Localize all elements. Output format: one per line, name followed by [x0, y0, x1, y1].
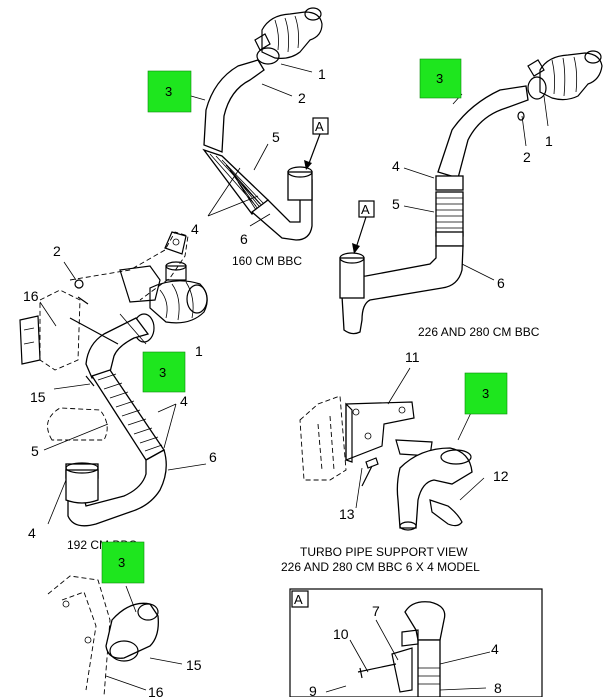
label-2-192: 2 [53, 243, 61, 259]
label-4-160: 4 [191, 221, 199, 237]
label-13-support: 13 [339, 506, 355, 522]
label-2-226: 2 [523, 149, 531, 165]
label-6-226: 6 [497, 275, 505, 291]
caption-support-line1: TURBO PIPE SUPPORT VIEW [300, 545, 468, 559]
view-bottom-left: 15 16 3 [47, 541, 202, 697]
label-5-192: 5 [31, 443, 39, 459]
callout-3-192-label: 3 [159, 365, 166, 380]
label-9-detail: 9 [309, 683, 317, 697]
strap-12 [429, 499, 463, 527]
lower-pipe-160 [250, 179, 313, 241]
support-bracket [299, 395, 415, 481]
hole-2 [84, 636, 92, 644]
label-12-support: 12 [493, 468, 509, 484]
callout-3-160-label: 3 [165, 84, 172, 99]
screw-192 [74, 279, 84, 289]
label-15-bottom: 15 [186, 657, 202, 673]
bracket-inner [61, 591, 97, 691]
label-1-226: 1 [545, 133, 553, 149]
brace-192 [69, 296, 119, 387]
clamp-ring-160 [256, 47, 280, 65]
label-16-bottom: 16 [148, 684, 164, 697]
label-11-support: 11 [405, 349, 420, 365]
elbow-end [137, 603, 159, 621]
detail-a-bracket [401, 629, 419, 647]
detail-a-letter: A [294, 592, 303, 607]
callout-3-192 [142, 351, 186, 393]
lower-pipe-192 [67, 449, 167, 527]
bellows-226 [435, 191, 464, 237]
reference-arrow-226 [355, 216, 367, 249]
label-5-226: 5 [392, 196, 400, 212]
label-1-192: 1 [195, 343, 203, 359]
label-1-160: 1 [318, 66, 326, 82]
callout-3-160 [147, 70, 192, 113]
reference-box-a-160 [312, 117, 329, 135]
label-6-192: 6 [209, 449, 217, 465]
view-226-280-cm-bbc: A 1 2 4 5 6 226 AND 280 CM BBC 3 [339, 50, 603, 339]
detail-a-tag [291, 590, 309, 608]
clamp-226-lower [435, 231, 464, 247]
label-10-detail: 10 [333, 626, 349, 642]
label-4-226: 4 [392, 158, 400, 174]
label-8-detail: 8 [494, 680, 502, 696]
upper-pipe-192 [85, 317, 150, 379]
reference-a-160: A [315, 119, 324, 134]
label-6-160: 6 [240, 231, 248, 247]
caption-226-280: 226 AND 280 CM BBC [418, 325, 540, 339]
label-7-detail: 7 [372, 603, 380, 619]
caption-160: 160 CM BBC [232, 254, 302, 268]
reference-arrow-160 [307, 133, 321, 167]
support-pipe [396, 447, 473, 531]
reference-box-a-226 [358, 200, 375, 218]
label-5-160: 5 [272, 129, 280, 145]
upper-pipe-160 [203, 59, 265, 153]
turbo-outlet-226 [527, 50, 603, 101]
upper-pipe-226 [437, 85, 529, 179]
reference-a-226: A [361, 202, 370, 217]
turbo-192 [119, 261, 208, 324]
callout-3-bottom [101, 541, 145, 584]
view-160-cm-bbc: A 1 2 5 4 6 160 CM BBC 3 [147, 7, 329, 268]
turbo-outlet-160 [254, 7, 323, 59]
screw-226 [517, 111, 525, 121]
callout-3-support-label: 3 [482, 386, 489, 401]
label-4-detail: 4 [491, 641, 499, 657]
elbow-pipe-bottom [105, 602, 159, 659]
label-16-192: 16 [23, 288, 39, 304]
bolt-13 [361, 457, 379, 487]
view-turbo-pipe-support: 11 13 12 TURBO PIPE SUPPORT VIEW 226 AND… [281, 349, 509, 574]
clamp-ring-226 [527, 76, 547, 100]
label-15-192: 15 [30, 389, 46, 405]
caption-support-line2: 226 AND 280 CM BBC 6 X 4 MODEL [281, 560, 480, 574]
pipe-end-226 [339, 252, 365, 299]
clamp-bottom [109, 640, 139, 662]
view-192-cm-bbc: 2 16 1 15 4 5 6 4 192 CM BBC 3 [19, 231, 217, 552]
engine-bracket-192 [19, 231, 189, 441]
detail-a-strap [391, 647, 413, 693]
label-4-192-right: 4 [180, 393, 188, 409]
clamp-192 [65, 462, 99, 504]
callout-3-bottom-label: 3 [118, 555, 125, 570]
callout-3-226 [419, 58, 462, 99]
label-4-192-left: 4 [28, 525, 36, 541]
callout-3-support [464, 372, 508, 415]
hole-1 [62, 600, 70, 608]
clamp-226 [435, 175, 464, 191]
detail-a-bolt-10 [357, 663, 397, 679]
label-2-160: 2 [298, 90, 306, 106]
callout-3-226-label: 3 [436, 71, 443, 86]
arrowhead-icon [352, 243, 360, 254]
detail-a-pipe [404, 601, 446, 697]
arrowhead-icon [304, 160, 312, 170]
detail-a-frame [289, 588, 543, 697]
detail-a: A 10 7 4 8 9 [289, 588, 543, 697]
pipe-end-160 [287, 166, 313, 201]
